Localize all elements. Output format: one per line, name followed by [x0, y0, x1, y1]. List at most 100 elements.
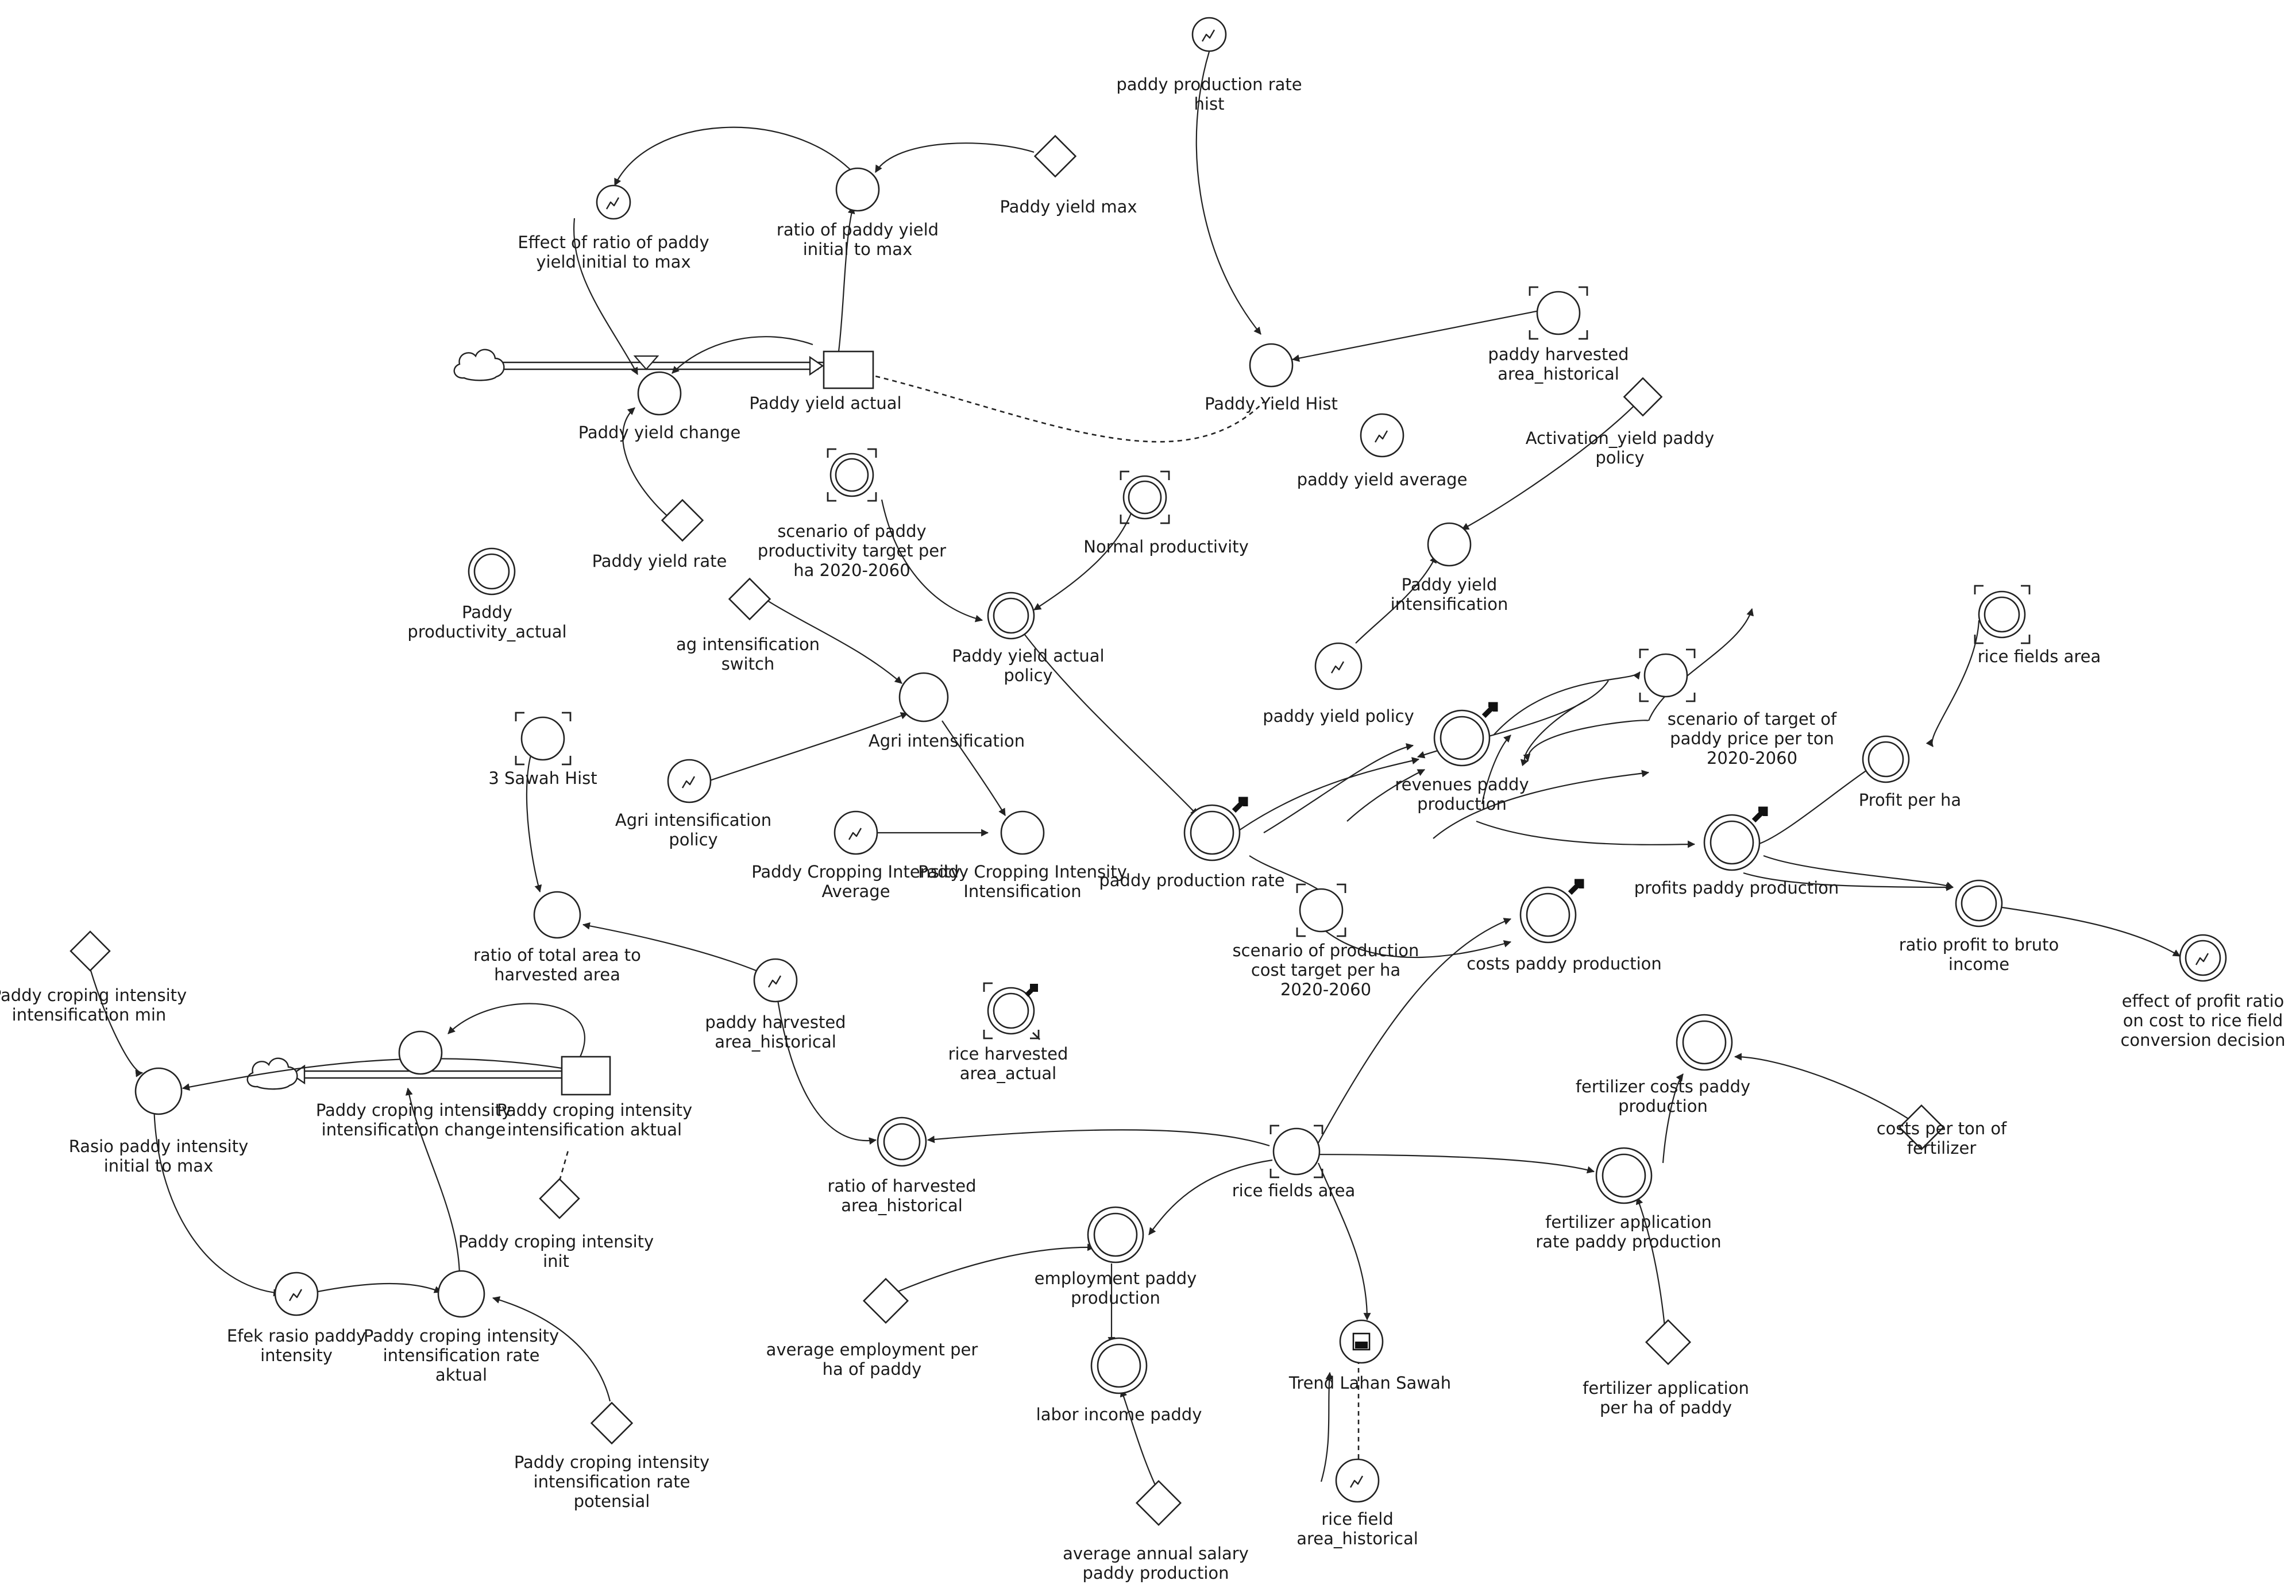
- shadow-bracket: [1296, 883, 1346, 937]
- node-agri-intensification[interactable]: Agri intensification: [869, 672, 1025, 751]
- node-paddy-yield-policy[interactable]: paddy yield policy: [1263, 642, 1414, 726]
- graph-icon: [288, 1289, 303, 1301]
- svg-text:Paddy yield max: Paddy yield max: [1000, 197, 1137, 217]
- shadow-bracket: [1639, 648, 1696, 702]
- svg-text:3 Sawah Hist: 3 Sawah Hist: [488, 768, 597, 788]
- node-normal-productivity[interactable]: Normal productivity: [1083, 470, 1249, 557]
- svg-text:rice fields area: rice fields area: [1232, 1181, 1356, 1200]
- graph-icon: [2195, 953, 2209, 965]
- shadow-bracket: [827, 448, 877, 502]
- svg-text:Paddy yield rate: Paddy yield rate: [592, 551, 727, 571]
- node-paddy-production-rate[interactable]: paddy production rate: [1099, 797, 1285, 890]
- node-paddy-yield-change[interactable]: Paddy yield change: [578, 371, 741, 442]
- valve-icon[interactable]: [633, 355, 659, 370]
- svg-text:paddy production rate: paddy production rate: [1099, 871, 1284, 890]
- node-3-sawah-hist[interactable]: 3 Sawah Hist: [488, 712, 597, 788]
- svg-text:paddy yield average: paddy yield average: [1297, 470, 1468, 489]
- graph-icon: [848, 828, 862, 840]
- shadow-bracket: [1269, 1124, 1323, 1178]
- node-paddy-yield-max[interactable]: Paddy yield max: [1000, 134, 1137, 217]
- connectors: [90, 51, 2181, 1505]
- cloud-sink-icon: [246, 1057, 298, 1090]
- shadow-bracket: [1529, 286, 1588, 340]
- svg-text:Trend Lahan Sawah: Trend Lahan Sawah: [1288, 1373, 1451, 1393]
- node-rice-fields-area[interactable]: rice fields area: [1232, 1124, 1356, 1200]
- node-profit-per-ha[interactable]: Profit per ha: [1859, 735, 1961, 810]
- node-paddy-yield-hist[interactable]: Paddy Yield Hist: [1205, 343, 1338, 414]
- svg-text:labor income paddy: labor income paddy: [1036, 1405, 1202, 1424]
- shadow-bracket: [1120, 470, 1170, 524]
- node-rice-fields-area-top[interactable]: rice fields area: [1974, 585, 2101, 666]
- node-labor-income-paddy[interactable]: labor income paddy: [1036, 1337, 1202, 1424]
- node-paddy-yield-rate[interactable]: Paddy yield rate: [592, 498, 727, 571]
- node-costs-paddy-production[interactable]: costs paddy production: [1467, 879, 1662, 973]
- graph-icon: [1349, 1475, 1364, 1488]
- node-paddy-yield-average[interactable]: paddy yield average: [1297, 413, 1468, 489]
- svg-text:Normal productivity: Normal productivity: [1083, 537, 1249, 557]
- node-trend-lahan-sawah[interactable]: Trend Lahan Sawah: [1288, 1319, 1451, 1393]
- shadow-bracket: [1974, 585, 2031, 644]
- node-profits-paddy-production[interactable]: profits paddy production: [1634, 806, 1839, 898]
- shadow-bracket: [515, 712, 572, 766]
- node-paddy-yield-actual[interactable]: Paddy yield actual: [749, 350, 902, 413]
